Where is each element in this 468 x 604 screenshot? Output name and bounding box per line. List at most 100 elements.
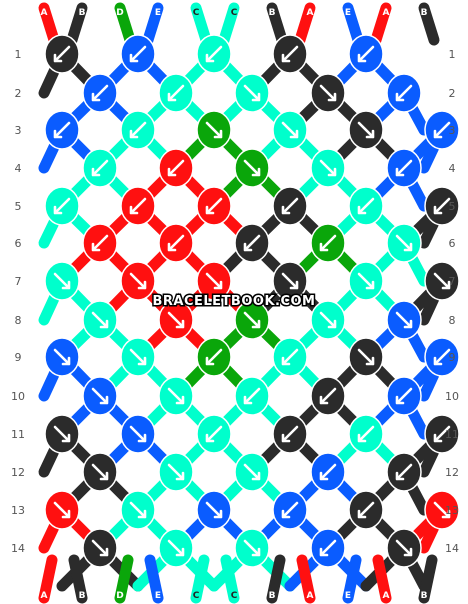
knot [272, 490, 308, 530]
knot [234, 223, 270, 263]
top-thread-stub [190, 2, 212, 46]
row-label-right: 4 [449, 162, 456, 175]
row-label-left: 12 [11, 466, 25, 479]
knot [234, 148, 270, 188]
arrow-down-left-icon [395, 463, 413, 481]
top-thread-stub [218, 2, 240, 46]
bottom-thread-stub [372, 554, 392, 604]
bottom-thread-stub [114, 554, 134, 604]
row-label-left: 8 [15, 314, 22, 327]
top-string-label: E [345, 8, 351, 18]
row-label-left: 3 [15, 124, 22, 137]
top-thread-stub [342, 2, 364, 46]
row-label-right: 9 [449, 351, 456, 364]
knot [386, 452, 422, 492]
bottom-thread-stub [220, 554, 240, 604]
arrow-down-left-icon [281, 501, 299, 519]
arrow-down-right-icon [91, 311, 109, 329]
top-thread-stub [66, 2, 88, 46]
knot [196, 186, 232, 226]
row-label-left: 6 [15, 237, 22, 250]
knot [386, 148, 422, 188]
bottom-thread-stub [190, 554, 210, 604]
bottom-thread-stub [342, 554, 362, 604]
arrow-down-right-icon [395, 539, 413, 557]
knot [44, 414, 80, 454]
knot [158, 223, 194, 263]
knot [424, 186, 460, 226]
knot [272, 261, 308, 301]
knot [348, 261, 384, 301]
knot [158, 452, 194, 492]
bottom-string-label: E [155, 591, 161, 601]
top-thread-stub [294, 2, 316, 46]
knot [234, 528, 270, 568]
arrow-down-right-icon [433, 272, 451, 290]
row-label-left: 5 [15, 200, 22, 213]
top-string-label: B [421, 8, 428, 18]
row-label-right: 12 [445, 466, 459, 479]
bottom-thread-stub [68, 554, 88, 604]
top-string-label: D [116, 8, 123, 18]
arrow-down-right-icon [53, 501, 71, 519]
arrow-down-right-icon [53, 272, 71, 290]
arrow-down-right-icon [281, 272, 299, 290]
knot [348, 337, 384, 377]
knot [120, 414, 156, 454]
arrow-down-left-icon [167, 234, 185, 252]
arrow-down-right-icon [167, 387, 185, 405]
knot-layer [44, 34, 460, 568]
knot [44, 490, 80, 530]
top-string-label: A [383, 8, 390, 18]
arrow-down-right-icon [205, 272, 223, 290]
arrow-down-left-icon [395, 387, 413, 405]
knot [348, 186, 384, 226]
arrow-down-right-icon [91, 387, 109, 405]
knot [82, 223, 118, 263]
knot [44, 186, 80, 226]
knot [44, 34, 80, 74]
knot [82, 528, 118, 568]
top-thread-stub [142, 2, 164, 46]
arrow-down-left-icon [91, 159, 109, 177]
knot [310, 528, 346, 568]
knot [234, 452, 270, 492]
row-label-right: 2 [449, 87, 456, 100]
knot [424, 490, 460, 530]
arrow-down-left-icon [357, 45, 375, 63]
arrow-down-left-icon [433, 121, 451, 139]
knot [424, 261, 460, 301]
row-label-right: 1 [449, 48, 456, 61]
knot [82, 300, 118, 340]
arrow-down-left-icon [53, 197, 71, 215]
arrow-down-left-icon [319, 463, 337, 481]
arrow-down-left-icon [53, 121, 71, 139]
bottom-thread-stub [296, 554, 316, 604]
row-label-left: 2 [15, 87, 22, 100]
arrow-down-right-icon [319, 159, 337, 177]
arrow-down-right-icon [281, 121, 299, 139]
knot [348, 490, 384, 530]
arrow-down-right-icon [129, 501, 147, 519]
bottom-thread-stub [38, 554, 58, 604]
arrow-down-left-icon [395, 159, 413, 177]
knot [348, 34, 384, 74]
row-label-left: 9 [15, 351, 22, 364]
knot [44, 110, 80, 150]
row-label-right: 5 [449, 200, 456, 213]
knot [272, 110, 308, 150]
arrow-down-right-icon [433, 501, 451, 519]
bottom-thread-stub [266, 554, 286, 604]
arrow-down-left-icon [205, 197, 223, 215]
arrow-down-left-icon [243, 234, 261, 252]
bottom-string-label: D [116, 591, 123, 601]
knot [386, 528, 422, 568]
row-label-right: 10 [445, 390, 459, 403]
arrow-down-left-icon [319, 539, 337, 557]
knot [120, 490, 156, 530]
arrow-down-right-icon [357, 121, 375, 139]
knot [310, 376, 346, 416]
arrow-down-right-icon [205, 121, 223, 139]
knot [348, 110, 384, 150]
